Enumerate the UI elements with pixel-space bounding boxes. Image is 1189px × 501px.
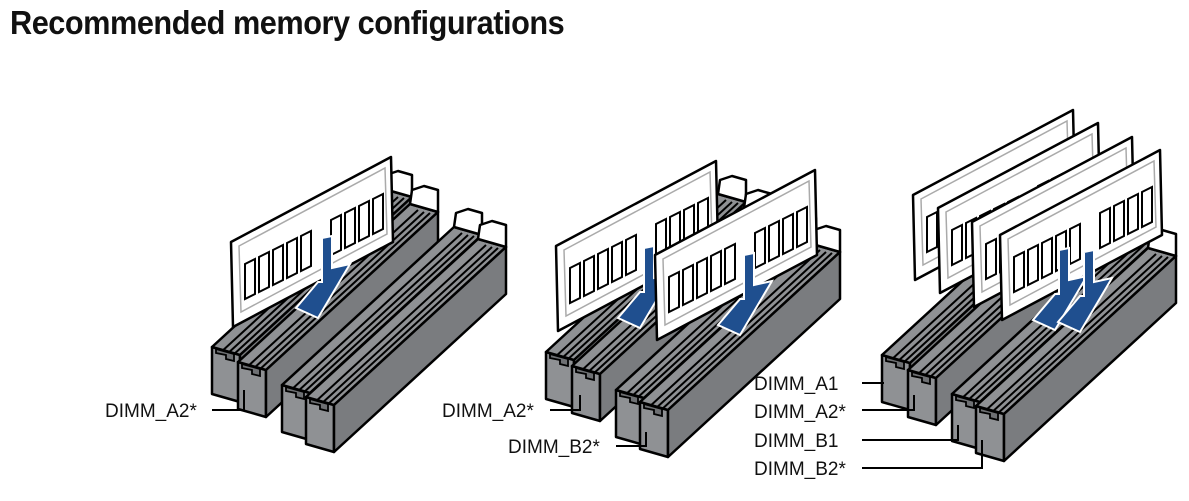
leader-line [862,425,959,441]
leader-line [862,440,983,469]
label-dimm-a2: DIMM_A2* [105,401,197,422]
leader-line [212,390,245,411]
page-title: Recommended memory configurations [10,4,565,41]
label-dimm-b2: DIMM_B2* [508,437,600,458]
leader-line [862,395,915,411]
label-dimm-a1: DIMM_A1 [754,374,838,395]
label-dimm-b1: DIMM_B1 [754,431,838,452]
config-four-modules: DIMM_A1 DIMM_A2* DIMM_B1 DIMM_B2* [754,108,1178,480]
leader-line [616,432,647,447]
label-dimm-b2: DIMM_B2* [754,459,846,480]
label-dimm-a2: DIMM_A2* [754,402,846,423]
leader-line [550,395,581,411]
label-dimm-a2: DIMM_A2* [442,401,534,422]
config-two-modules: DIMM_A2* DIMM_B2* [442,159,842,459]
config-one-module: DIMM_A2* [105,155,508,454]
